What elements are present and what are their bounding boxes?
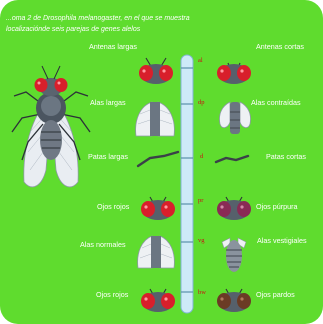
short-leg-illustration [214, 150, 250, 170]
gene-symbol-al: al [198, 57, 203, 64]
head-red-eyes-illustration [138, 194, 178, 222]
caption: ...oma 2 de Drosophila melanogaster, en … [6, 13, 318, 35]
label-patas-cortas: Patas cortas [266, 152, 306, 161]
vestigial-wings-illustration [214, 234, 254, 274]
caption-line-2: localizaciónde seis parejas de genes ale… [6, 24, 318, 35]
gene-symbol-dp: dp [198, 99, 205, 106]
long-leg-illustration [136, 148, 180, 170]
head-brown-eyes-illustration [214, 286, 254, 314]
label-patas-largas: Patas largas [88, 152, 128, 161]
label-ojos-pardos: Ojos pardos [256, 290, 295, 299]
label-antenas-largas: Antenas largas [89, 42, 137, 51]
head-short-antennae-illustration [214, 56, 254, 86]
normal-wings-illustration [134, 234, 178, 270]
whole-fly-illustration [8, 52, 94, 194]
label-antenas-cortas: Antenas cortas [256, 42, 304, 51]
head-red-eyes-illustration-2 [138, 286, 178, 314]
chromosome [180, 54, 194, 314]
label-ojos-rojos-1: Ojos rojos [97, 202, 129, 211]
label-alas-normales: Alas normales [80, 240, 126, 249]
label-alas-contraidas: Alas contraídas [251, 98, 301, 107]
gene-symbol-vg: vg [198, 237, 205, 244]
label-alas-vestigiales: Alas vestigiales [257, 236, 307, 245]
long-wings-illustration [132, 100, 178, 138]
caption-line-1: ...oma 2 de Drosophila melanogaster, en … [6, 13, 318, 24]
gene-symbol-pr: pr [198, 197, 203, 204]
label-ojos-purpura: Ojos púrpura [256, 202, 298, 211]
gene-symbol-bw: bw [198, 289, 206, 296]
label-ojos-rojos-2: Ojos rojos [96, 290, 128, 299]
gene-symbol-d: d [200, 153, 203, 160]
head-long-antennae-illustration [136, 56, 176, 86]
label-alas-largas: Alas largas [90, 98, 126, 107]
curled-wings-illustration [212, 100, 258, 136]
head-purple-eyes-illustration [214, 194, 254, 222]
